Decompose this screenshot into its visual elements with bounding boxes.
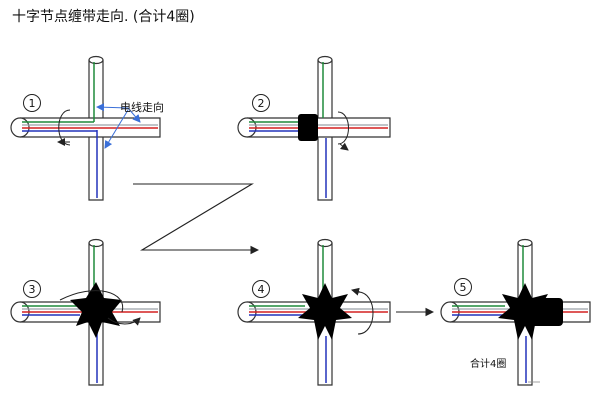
step-5 — [440, 238, 591, 386]
tape-star-partial — [70, 282, 122, 338]
page-title: 十字节点缠带走向. (合计4圈) — [12, 9, 195, 25]
step-number-1-text: 1 — [29, 97, 36, 110]
callout-line-2 — [127, 107, 141, 123]
total-turns-label: 合计4圈 — [470, 357, 506, 370]
tape-band — [298, 114, 318, 141]
step-number-5: 5 — [454, 278, 472, 296]
tape-band — [515, 298, 563, 326]
wire-direction-label: 电线走向 — [120, 100, 164, 114]
tape-star — [298, 283, 352, 340]
step-number-2-text: 2 — [258, 97, 265, 110]
step-2 — [237, 55, 391, 201]
step-number-5-text: 5 — [460, 281, 467, 294]
step-number-3: 3 — [23, 280, 41, 298]
step-number-4-text: 4 — [258, 283, 265, 296]
vertical-tube-end — [88, 55, 104, 65]
step-number-3-text: 3 — [29, 283, 36, 296]
wrap-arrow — [58, 109, 71, 146]
step-4 — [237, 238, 391, 386]
callout-line-1 — [96, 103, 129, 112]
step-number-1: 1 — [23, 94, 41, 112]
step-3 — [10, 238, 161, 386]
callout-line-3 — [104, 109, 129, 149]
step-number-2: 2 — [252, 94, 270, 112]
step-number-4: 4 — [252, 280, 270, 298]
flow-connector — [133, 183, 260, 255]
step-1 — [10, 55, 161, 201]
